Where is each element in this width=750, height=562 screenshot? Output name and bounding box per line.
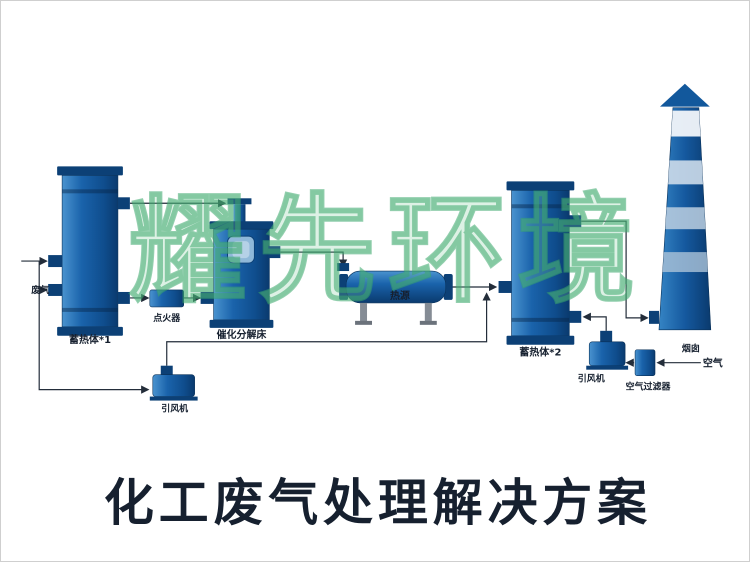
chimney: 烟囱: [649, 83, 712, 355]
regenerator1-body: [61, 175, 119, 328]
regenerator1-seam-bottom: [62, 307, 118, 312]
regenerator1-nozzle-mid-right: [117, 291, 130, 304]
regenerator2-nozzle-top-right: [569, 215, 582, 228]
catalytic-bed-bottom-flange: [209, 319, 274, 328]
catalytic-bed-nozzle-right: [268, 246, 281, 259]
heat-source-top-nozzle: [337, 263, 350, 272]
igniter: 点火器: [149, 289, 184, 324]
igniter-body: [149, 289, 184, 308]
chimney-band-4: [658, 252, 711, 273]
catalytic-bed: 催化分解床: [200, 198, 281, 341]
catalytic-bed-top-pipe: [233, 204, 246, 223]
fan-right-base: [586, 365, 629, 370]
catalytic-bed-nozzle-left: [200, 291, 214, 304]
catalytic-bed-body: [213, 228, 270, 321]
regenerator1-bottom-flange: [57, 326, 123, 336]
heat-source-right-cap: [443, 274, 453, 300]
regenerator1: 蓄热体*1: [48, 166, 130, 346]
regenerator2-label: 蓄热体*2: [519, 346, 561, 359]
catalytic-bed-label: 催化分解床: [217, 328, 267, 341]
regenerator1-seam-top: [62, 189, 118, 194]
air-filter-body: [634, 349, 656, 376]
heat-source-foot-right: [419, 320, 437, 325]
air-filter: 空气过滤器: [626, 349, 672, 393]
regenerator1-label: 蓄热体*1: [69, 333, 111, 346]
fan-bottom-label: 引风机: [161, 403, 188, 415]
page-title: 化工废气处理解决方案: [104, 473, 652, 532]
chimney-band-1: [658, 110, 711, 137]
regenerator1-nozzle-top-right: [117, 197, 130, 210]
pipe-network: [21, 199, 701, 394]
heat-source-left-cap: [339, 274, 349, 300]
chimney-band-3: [658, 207, 711, 230]
heat-source-body: [345, 270, 447, 304]
waste-gas-label: 废气: [31, 284, 49, 296]
heat-source-leg-right: [424, 302, 432, 322]
air-label: 空气: [703, 357, 723, 370]
chimney-band-2: [658, 160, 711, 185]
fan-right-label: 引风机: [578, 373, 605, 385]
fan-bottom-outlet-stub: [160, 365, 173, 376]
heat-source-label: 热源: [390, 289, 410, 302]
fan-bottom-body: [152, 374, 195, 397]
heat-source-leg-left: [360, 302, 368, 322]
fan-right-outlet-stub: [600, 330, 613, 342]
heat-source: 热源: [337, 263, 453, 325]
regenerator1-top-flange: [57, 166, 123, 176]
pipe-regen2-to-chimney: [581, 220, 649, 323]
fan-right-body: [588, 341, 626, 366]
fan-bottom-base: [149, 396, 198, 401]
pipe-bed-to-heatsource: [280, 251, 348, 268]
catalytic-bed-top-flange: [209, 221, 274, 230]
air-filter-label: 空气过滤器: [626, 381, 672, 393]
chimney-label: 烟囱: [682, 343, 700, 355]
regenerator2-body: [511, 190, 570, 337]
catalytic-bed-window-glass: [232, 241, 250, 259]
regenerator1-nozzle-left-lower: [48, 283, 63, 296]
regenerator2-seam-top: [511, 204, 570, 209]
regenerator2-nozzle-left: [498, 281, 512, 293]
heat-source-foot-left: [355, 320, 373, 325]
chimney-inlet-nozzle: [649, 310, 659, 324]
regenerator1-nozzle-left-upper: [48, 255, 63, 268]
chimney-cap: [659, 83, 710, 107]
regenerator2-nozzle-bottom-right: [569, 310, 582, 323]
regenerator2-seam-bottom: [511, 317, 570, 322]
igniter-label: 点火器: [153, 312, 181, 324]
catalytic-bed-pipe-flange: [227, 198, 252, 205]
watermark-text: 耀先环境: [129, 181, 647, 319]
regenerator2: 蓄热体*2: [498, 181, 582, 359]
fan-right: 引风机: [578, 330, 629, 385]
pipe-fan2-to-regen2: [582, 312, 607, 331]
pipe-wastegas-to-fan: [38, 261, 150, 394]
regenerator2-top-flange: [506, 181, 575, 191]
fan-bottom: 引风机: [149, 365, 198, 415]
regenerator2-bottom-flange: [506, 335, 575, 345]
pipe-fan-recirculation: [166, 292, 491, 366]
